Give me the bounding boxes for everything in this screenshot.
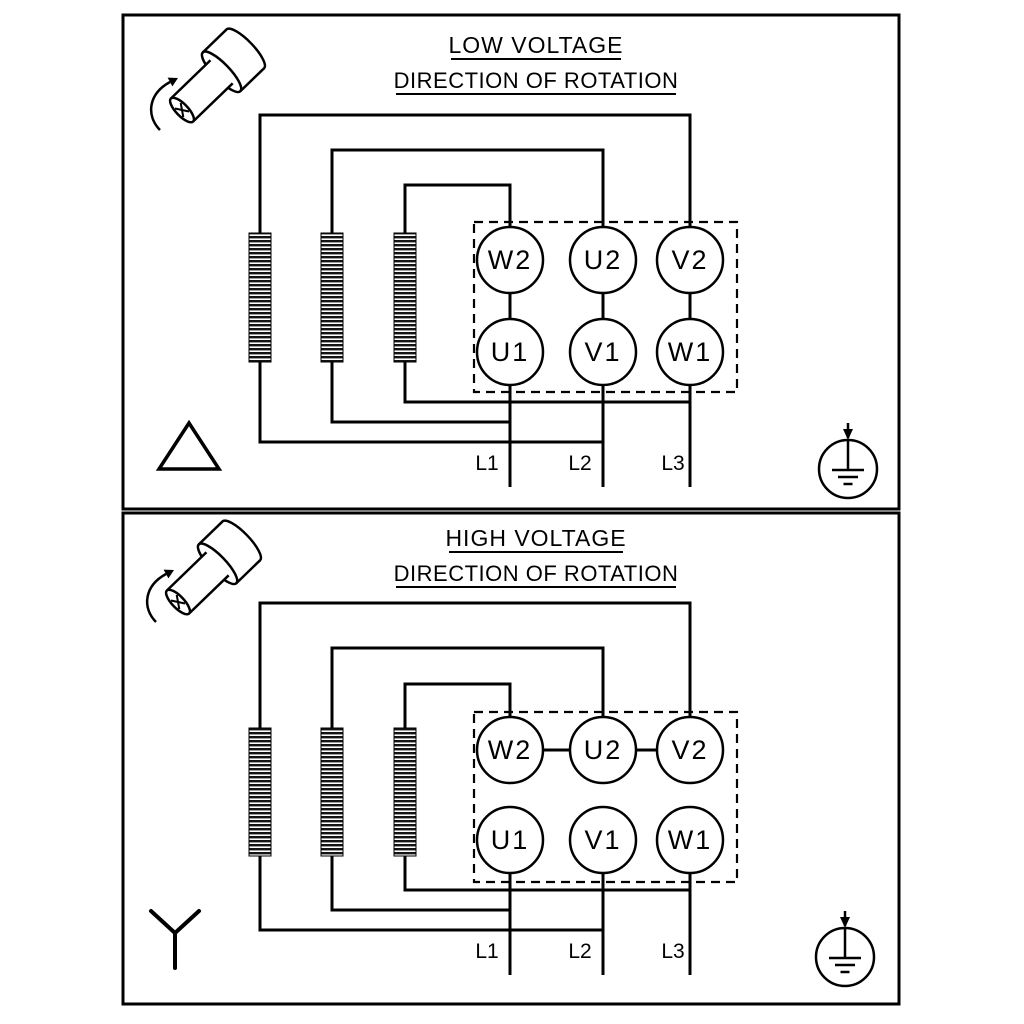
terminal <box>475 715 545 785</box>
panel-low-voltage: LOW VOLTAGE DIRECTION OF ROTATION <box>121 13 901 511</box>
panel-subtitle: DIRECTION OF ROTATION <box>394 561 679 586</box>
winding-coil <box>248 232 272 363</box>
terminal-box <box>472 220 739 394</box>
winding-coil <box>320 232 344 363</box>
wire <box>258 113 692 233</box>
terminal-label: U2 <box>584 245 623 275</box>
panel-border <box>121 511 901 1006</box>
winding-coil <box>393 727 417 857</box>
wire <box>403 682 512 728</box>
terminal <box>475 317 545 387</box>
terminal <box>568 715 638 785</box>
shaft-rotation-icon <box>149 22 272 135</box>
panel-high-voltage: HIGH VOLTAGE DIRECTION OF ROTATION <box>121 511 901 1006</box>
wiring <box>258 601 692 975</box>
earth-ground-icon <box>814 909 876 988</box>
terminal-label: V2 <box>671 735 708 765</box>
terminal <box>655 225 725 295</box>
wire <box>403 856 690 892</box>
terminal-label: W1 <box>668 337 713 367</box>
winding-coil <box>393 232 417 363</box>
wire <box>330 148 605 233</box>
lead-label: L2 <box>568 940 591 963</box>
lead-label: L1 <box>475 452 498 475</box>
winding-coil <box>320 727 344 857</box>
wire <box>403 362 690 404</box>
wire <box>258 856 603 932</box>
terminal-label: V2 <box>671 245 708 275</box>
star-connection-icon <box>149 909 201 970</box>
terminal-label: W2 <box>488 735 533 765</box>
wire <box>258 362 603 444</box>
terminal-box <box>472 710 739 884</box>
lead-label: L3 <box>661 452 684 475</box>
lead-label: L3 <box>661 940 684 963</box>
shaft-rotation-icon <box>145 514 268 627</box>
terminal <box>475 225 545 295</box>
terminal-label: U2 <box>584 735 623 765</box>
terminal-label: U1 <box>491 337 530 367</box>
terminal-label: W2 <box>488 245 533 275</box>
terminal-label: U1 <box>491 825 530 855</box>
panel-title: LOW VOLTAGE <box>448 32 623 58</box>
lead-label: L2 <box>568 452 591 475</box>
terminal <box>568 317 638 387</box>
terminal <box>568 225 638 295</box>
terminal <box>475 805 545 875</box>
lead-label: L1 <box>475 940 498 963</box>
wire <box>330 856 510 912</box>
delta-connection-icon <box>155 419 223 471</box>
wire <box>258 601 692 728</box>
terminal <box>568 805 638 875</box>
terminal <box>655 715 725 785</box>
terminal <box>655 805 725 875</box>
terminal-label: V1 <box>584 825 621 855</box>
panel-title: HIGH VOLTAGE <box>445 525 626 551</box>
panel-border <box>121 13 901 511</box>
wire <box>330 362 510 424</box>
terminal <box>655 317 725 387</box>
wiring <box>258 113 692 487</box>
wire <box>330 646 605 728</box>
terminal-label: W1 <box>668 825 713 855</box>
winding-coil <box>248 727 272 857</box>
terminal-label: V1 <box>584 337 621 367</box>
earth-ground-icon <box>817 421 879 500</box>
panel-subtitle: DIRECTION OF ROTATION <box>394 68 679 93</box>
wire <box>403 183 512 233</box>
